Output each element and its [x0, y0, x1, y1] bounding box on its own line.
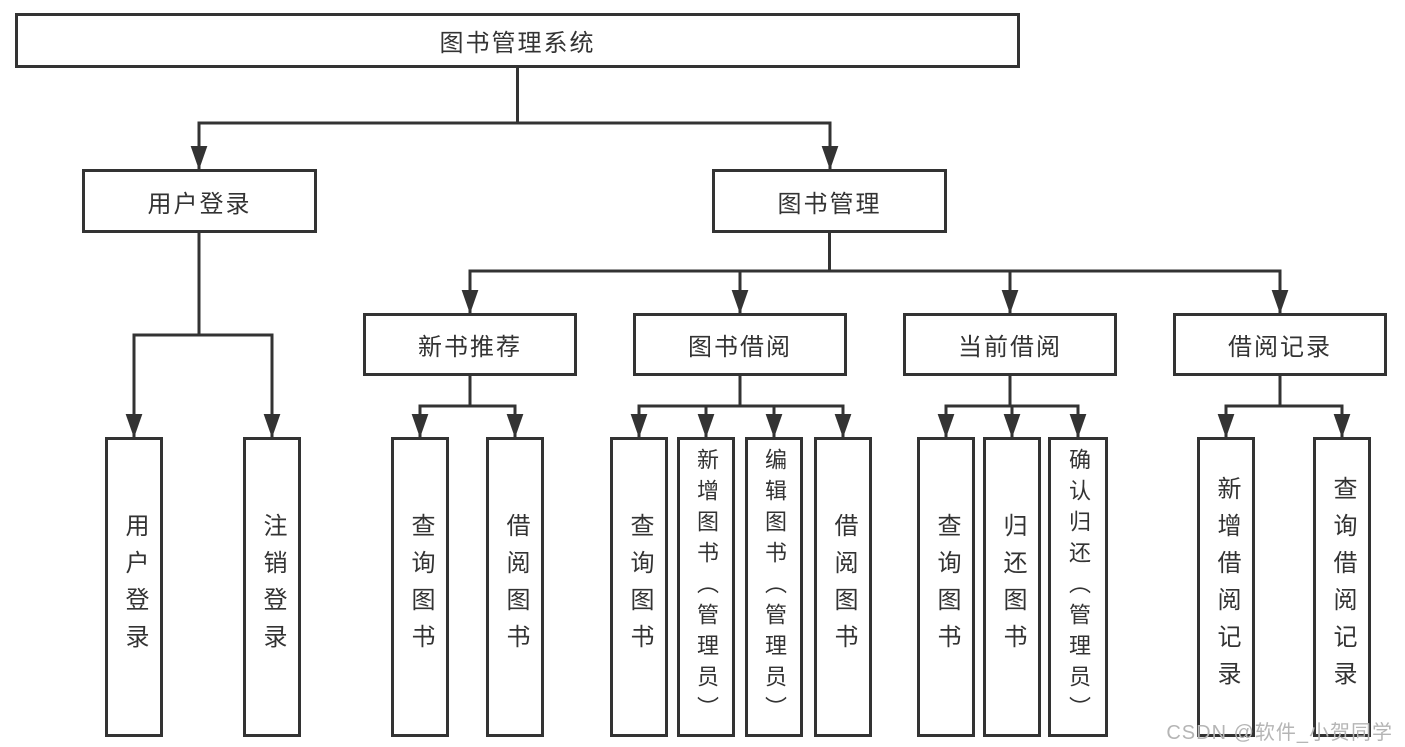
node-label: 新增图书（管理员）	[694, 447, 719, 727]
node-label: 用户登录	[147, 190, 252, 218]
leaf-recommend-query-books: 查询图书	[391, 437, 449, 737]
node-borrowing-records: 借阅记录	[1173, 313, 1387, 376]
node-label: 编辑图书（管理员）	[762, 447, 787, 727]
node-label: 借阅记录	[1228, 334, 1332, 361]
node-label: 查询图书	[407, 513, 434, 661]
node-label: 查询图书	[626, 513, 653, 661]
node-root-library-system: 图书管理系统	[15, 13, 1020, 68]
node-label: 用户登录	[121, 513, 148, 661]
leaf-return-books: 归还图书	[983, 437, 1041, 737]
leaf-current-query-books: 查询图书	[917, 437, 975, 737]
node-label: 新增借阅记录	[1213, 476, 1240, 698]
leaf-query-borrow-record: 查询借阅记录	[1313, 437, 1371, 737]
leaf-borrow-query-books: 查询图书	[610, 437, 668, 737]
node-label: 查询借阅记录	[1329, 476, 1356, 698]
leaf-recommend-borrow-books: 借阅图书	[486, 437, 544, 737]
node-label: 图书管理系统	[439, 30, 596, 57]
node-current-borrowing: 当前借阅	[903, 313, 1117, 376]
leaf-logout: 注销登录	[243, 437, 301, 737]
leaf-edit-books-admin: 编辑图书（管理员）	[745, 437, 803, 737]
watermark: CSDN @软件_小贺同学	[1166, 722, 1393, 744]
node-new-book-recommendation: 新书推荐	[363, 313, 577, 376]
leaf-borrow-books: 借阅图书	[814, 437, 872, 737]
node-label: 借阅图书	[830, 513, 857, 661]
node-label: 查询图书	[933, 513, 960, 661]
node-book-borrowing: 图书借阅	[633, 313, 847, 376]
leaf-add-books-admin: 新增图书（管理员）	[677, 437, 735, 737]
node-book-management: 图书管理	[712, 169, 947, 233]
node-label: 借阅图书	[502, 513, 529, 661]
node-user-login: 用户登录	[82, 169, 317, 233]
leaf-user-login: 用户登录	[105, 437, 163, 737]
node-label: 当前借阅	[958, 334, 1062, 361]
node-label: 图书管理	[777, 190, 882, 218]
node-label: 确认归还（管理员）	[1066, 447, 1091, 727]
node-label: 注销登录	[259, 513, 286, 661]
node-label: 新书推荐	[418, 334, 522, 361]
node-label: 图书借阅	[688, 334, 792, 361]
leaf-add-borrow-record: 新增借阅记录	[1197, 437, 1255, 737]
leaf-confirm-return-admin: 确认归还（管理员）	[1048, 437, 1108, 737]
node-label: 归还图书	[999, 513, 1026, 661]
